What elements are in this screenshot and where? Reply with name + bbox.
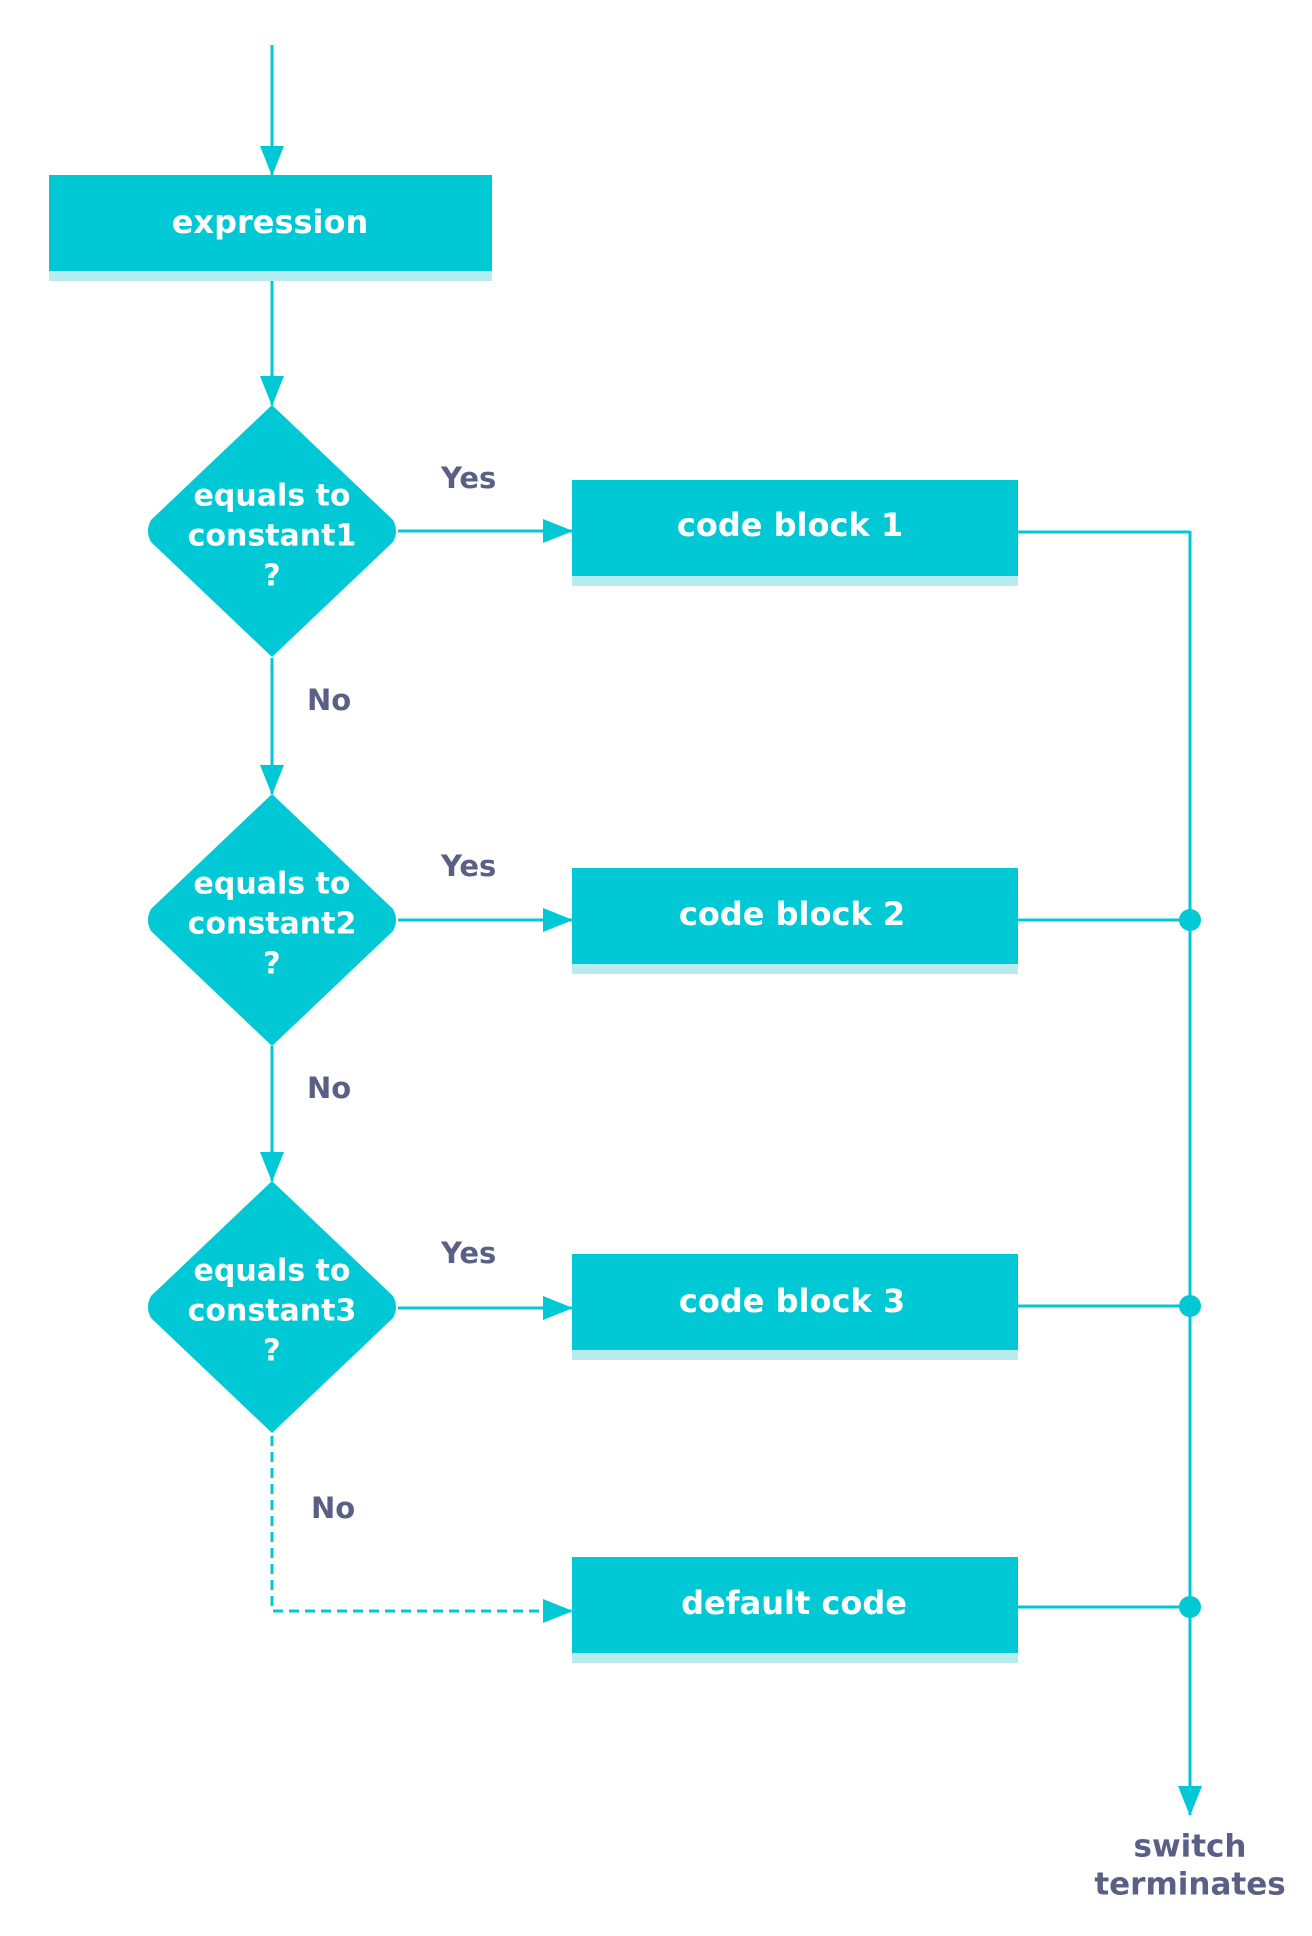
default-code-node: default code xyxy=(572,1557,1018,1663)
decision3-label-line2: constant3 xyxy=(188,1294,357,1329)
decision3-label-line1: equals to xyxy=(194,1254,351,1289)
decision1-label-line1: equals to xyxy=(194,479,351,514)
expression-node: expression xyxy=(49,175,492,281)
decision1-label-line3: ? xyxy=(263,559,280,594)
merge-junction-3 xyxy=(1179,1295,1201,1317)
no-label-2: No xyxy=(307,1071,351,1105)
decision3-node: equals to constant3 ? xyxy=(148,1181,396,1433)
decision2-label-line3: ? xyxy=(263,947,280,982)
code-block-2-label: code block 2 xyxy=(679,895,905,933)
decision2-label-line1: equals to xyxy=(194,867,351,902)
code-block-2-node: code block 2 xyxy=(572,868,1018,974)
no-label-1: No xyxy=(307,683,351,717)
merge-junction-2 xyxy=(1179,909,1201,931)
default-code-label: default code xyxy=(681,1584,907,1622)
code-block-3-node: code block 3 xyxy=(572,1254,1018,1360)
code-block-1-node: code block 1 xyxy=(572,480,1018,586)
no-label-3: No xyxy=(311,1491,355,1525)
decision3-no-arrow xyxy=(270,1436,573,1623)
decision2-node: equals to constant2 ? xyxy=(148,794,396,1046)
code-block-1-label: code block 1 xyxy=(677,506,903,544)
terminal-label-line1: switch xyxy=(1134,1829,1247,1865)
decision3-label-line3: ? xyxy=(263,1334,280,1369)
decision1-label-line2: constant1 xyxy=(188,519,357,554)
merge-junction-default xyxy=(1179,1596,1201,1618)
expression-label: expression xyxy=(172,203,369,241)
yes-label-2: Yes xyxy=(440,849,496,883)
code-block-3-label: code block 3 xyxy=(679,1282,905,1320)
terminal-label-line2: terminates xyxy=(1094,1867,1285,1903)
decision2-label-line2: constant2 xyxy=(188,907,357,942)
decision1-node: equals to constant1 ? xyxy=(148,405,396,657)
yes-label-1: Yes xyxy=(440,461,496,495)
switch-terminates-node: switch terminates xyxy=(1094,1829,1285,1903)
yes-label-3: Yes xyxy=(440,1236,496,1270)
